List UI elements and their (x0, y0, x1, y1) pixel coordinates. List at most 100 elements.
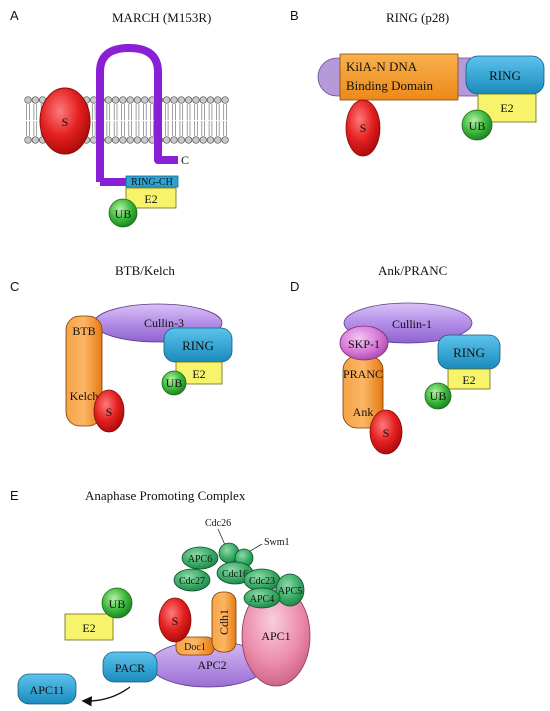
panel-b-letter: B (290, 8, 299, 23)
lipid-head (119, 136, 127, 144)
skp-1 (339, 325, 389, 361)
lipid-head (214, 96, 222, 104)
pacr-label: PACR (115, 661, 145, 675)
lipid-head (119, 96, 127, 104)
btb-label: BTB (72, 324, 95, 338)
lipid-head (141, 136, 149, 144)
substrate-b-label: S (360, 121, 367, 135)
lipid-head (192, 96, 200, 104)
ring-d-label: RING (453, 345, 485, 360)
e2-e-label: E2 (82, 621, 95, 635)
lipid-head (104, 96, 112, 104)
ubiquitin-e (101, 587, 133, 619)
ring-c-label: RING (182, 338, 214, 353)
c-terminus-label: C (181, 153, 189, 167)
substrate-d-label: S (383, 426, 390, 440)
apc5-label: APC5 (278, 586, 302, 597)
lipid-head (214, 136, 222, 144)
e2-a-label: E2 (144, 192, 157, 206)
cdc16-label: Cdc16 (222, 569, 248, 580)
lipid-head (192, 136, 200, 144)
ubiquitin-b (461, 109, 493, 141)
substrate-a (39, 87, 91, 155)
lipid-head (31, 96, 39, 104)
kila-line1: KilA-N DNA (346, 59, 418, 74)
lipid-head (163, 96, 171, 104)
substrate-e (158, 597, 192, 643)
ring-ch-label: RING-CH (131, 177, 173, 188)
ubiquitin-c (161, 370, 187, 396)
lipid-head (221, 96, 229, 104)
e2-b-label: E2 (500, 101, 513, 115)
cdh1 (211, 591, 237, 653)
lipid-head (31, 136, 39, 144)
lipid-head (126, 136, 134, 144)
march-transmembrane-chain (96, 44, 178, 182)
lipid-head (184, 96, 193, 104)
cdc26-leader (217, 528, 226, 546)
substrate-c (93, 389, 125, 433)
ring-b-label: RING (489, 68, 521, 83)
apc1-label: APC1 (261, 629, 290, 643)
lipid-head (24, 96, 32, 104)
lipid-head (104, 136, 112, 144)
doc1-label: Doc1 (184, 642, 206, 653)
panel-d: D Ank/PRANC Cullin-1 PRANC Ank SKP-1 RIN… (290, 263, 501, 455)
panel-a: A MARCH (M153R) C S RING-CH E2 UB (10, 8, 229, 228)
ubiquitin-c-label: UB (166, 376, 183, 390)
substrate-a-label: S (62, 115, 69, 129)
apc11 (17, 673, 77, 705)
panel-b: B RING (p28) KilA-N DNA Binding Domain R… (290, 8, 545, 157)
lipid-head (177, 136, 185, 144)
lipid-head (199, 96, 207, 104)
cdc26-label: Cdc26 (205, 518, 231, 529)
ank-label: Ank (353, 405, 374, 419)
panel-b-title: RING (p28) (386, 10, 449, 25)
panel-e-letter: E (10, 488, 19, 503)
pacr (102, 651, 158, 683)
lipid-head (170, 96, 178, 104)
release-arrow (81, 686, 131, 707)
lipid-head (184, 136, 193, 144)
apc6 (181, 546, 219, 570)
lipid-head (163, 136, 171, 144)
ubiquitin-a (108, 198, 138, 228)
substrate-b (345, 99, 381, 157)
panel-a-title: MARCH (M153R) (112, 10, 211, 25)
lipid-head (199, 136, 207, 144)
kila-line2: Binding Domain (346, 78, 434, 93)
lipid-head (133, 136, 142, 144)
e2-a (125, 187, 177, 209)
panel-e: E Anaphase Promoting Complex Cdc26 Swm1 … (10, 488, 311, 707)
lipid-head (24, 136, 32, 144)
lipid-head (126, 96, 134, 104)
e2-c-label: E2 (192, 367, 205, 381)
lipid-head (141, 96, 149, 104)
apc5 (275, 573, 305, 607)
panel-c-letter: C (10, 279, 19, 294)
apc4-label: APC4 (250, 594, 274, 605)
kila-n-dna-binding-domain (339, 53, 459, 101)
ubiquitin-a-label: UB (115, 207, 132, 221)
ubiquitin-d (424, 382, 452, 410)
pranc-label: PRANC (343, 367, 383, 381)
cdc27-label: Cdc27 (179, 576, 205, 587)
cdh1-label: Cdh1 (217, 609, 231, 635)
kelch-label: Kelch (70, 389, 99, 403)
substrate-c-label: S (106, 405, 113, 419)
lipid-head (177, 96, 185, 104)
e2-d-label: E2 (462, 373, 475, 387)
ubiquitin-e-label: UB (109, 597, 126, 611)
cdc23-label: Cdc23 (249, 576, 275, 587)
lipid-head (221, 136, 229, 144)
panel-d-title: Ank/PRANC (378, 263, 447, 278)
panel-e-title: Anaphase Promoting Complex (85, 488, 246, 503)
ubiquitin-d-label: UB (430, 389, 447, 403)
swm1-label: Swm1 (264, 537, 290, 548)
substrate-d (369, 409, 403, 455)
panel-c-title: BTB/Kelch (115, 263, 175, 278)
e2-e (64, 613, 114, 641)
lipid-head (133, 96, 142, 104)
ubiquitin-b-label: UB (469, 119, 486, 133)
